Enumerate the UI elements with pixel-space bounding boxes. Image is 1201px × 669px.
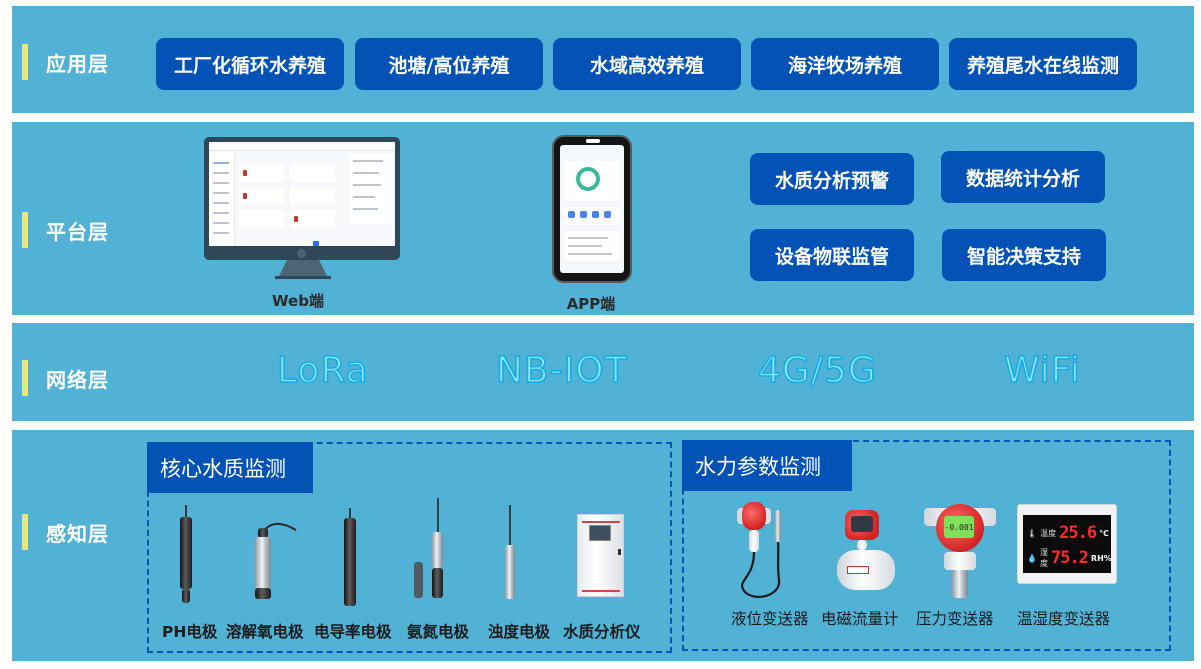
platform-statistics[interactable]: 数据统计分析: [941, 151, 1105, 203]
platform-decision-support[interactable]: 智能决策支持: [942, 229, 1106, 281]
app-item-tailwater[interactable]: 养殖尾水在线监测: [949, 38, 1137, 90]
label-turbidity-electrode: 浊度电极: [488, 623, 551, 641]
water-quality-analyzer-image: [577, 514, 624, 597]
accent-bar: [22, 360, 28, 396]
label-ammonia-electrode: 氨氮电极: [407, 623, 470, 641]
web-dashboard-screenshot: [209, 142, 395, 246]
label-pressure-transmitter: 压力变送器: [916, 610, 994, 628]
app-screenshot: [560, 145, 624, 273]
mobile-phone-icon: [552, 135, 632, 283]
label-ph-electrode: PH电极: [162, 623, 218, 641]
protocol-lora: LoRa: [276, 349, 369, 392]
app-item-waters[interactable]: 水域高效养殖: [553, 38, 741, 90]
water-drop-icon: 💧: [1027, 553, 1037, 563]
label-water-analyzer: 水质分析仪: [563, 623, 641, 641]
web-caption: Web端: [272, 292, 324, 310]
thermometer-icon: 🌡: [1027, 528, 1038, 538]
ammonia-electrode-image: [412, 498, 448, 602]
dissolved-oxygen-electrode-image: [252, 520, 298, 600]
label-do-electrode: 溶解氧电极: [226, 623, 304, 641]
platform-layer-label: 平台层: [22, 212, 109, 248]
turbidity-electrode-image: [502, 505, 518, 601]
web-monitor-icon: [204, 137, 400, 260]
hydraulic-group: 水力参数监测: [682, 440, 1171, 651]
network-layer-label: 网络层: [22, 360, 109, 396]
ph-electrode-image: [178, 505, 194, 610]
perception-layer-label: 感知层: [22, 514, 109, 550]
platform-iot-supervision[interactable]: 设备物联监管: [750, 229, 914, 281]
temp-humidity-transmitter-image: 🌡 温度 25.6 ℃ 💧 湿度 75.2 RH%: [1017, 504, 1117, 584]
label-conductivity-electrode: 电导率电极: [314, 623, 392, 641]
app-item-pond[interactable]: 池塘/高位养殖: [355, 38, 543, 90]
water-quality-title: 核心水质监测: [147, 442, 313, 493]
accent-bar: [22, 212, 28, 248]
platform-water-quality-warning[interactable]: 水质分析预警: [750, 153, 914, 205]
accent-bar: [22, 44, 28, 80]
level-transmitter-image: [735, 500, 795, 600]
protocol-4g-5g: 4G/5G: [757, 349, 877, 392]
electromagnetic-flowmeter-image: [835, 508, 897, 598]
pressure-display: -0.001: [944, 516, 974, 538]
conductivity-electrode-image: [342, 508, 358, 608]
application-layer-label: 应用层: [22, 44, 109, 80]
monitor-base: [275, 276, 331, 279]
app-caption: APP端: [566, 295, 616, 313]
network-layer-band: [12, 323, 1194, 421]
label-level-transmitter: 液位变送器: [731, 610, 809, 628]
label-temp-humidity-transmitter: 温湿度变送器: [1017, 610, 1111, 628]
protocol-nb-iot: NB-IOT: [495, 349, 628, 392]
water-quality-group: 核心水质监测: [147, 442, 672, 653]
accent-bar: [22, 514, 28, 550]
pressure-transmitter-image: -0.001: [922, 502, 998, 600]
app-item-marine-ranch[interactable]: 海洋牧场养殖: [751, 38, 939, 90]
humidity-value: 75.2: [1050, 548, 1089, 568]
label-flowmeter: 电磁流量计: [821, 610, 899, 628]
monitor-stand: [278, 260, 328, 278]
hydraulic-title: 水力参数监测: [682, 440, 852, 491]
temperature-value: 25.6: [1059, 523, 1097, 543]
protocol-wifi: WiFi: [1003, 349, 1081, 392]
app-item-factory-ras[interactable]: 工厂化循环水养殖: [156, 38, 344, 90]
